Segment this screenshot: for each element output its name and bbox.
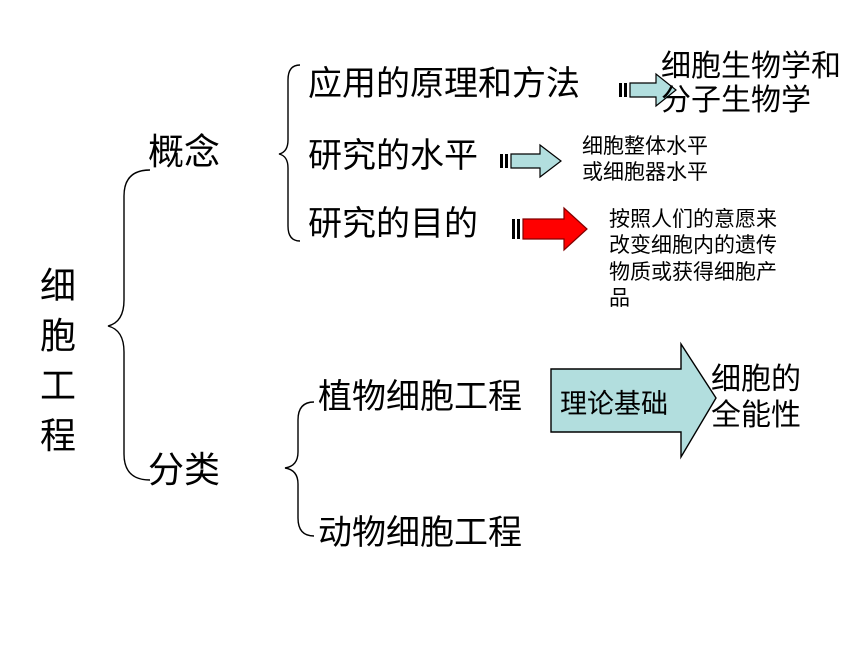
detail-line: 全能性 xyxy=(711,398,801,433)
detail-line: 或细胞器水平 xyxy=(582,160,708,185)
detail-line: 细胞整体水平 xyxy=(582,134,708,158)
concept-item-level: 研究的水平 xyxy=(308,136,478,176)
detail-principle: 细胞生物学和 分子生物学 xyxy=(661,50,841,117)
detail-level: 细胞整体水平 或细胞器水平 xyxy=(582,133,708,186)
root-char: 程 xyxy=(39,416,76,457)
root-char: 工 xyxy=(39,366,76,407)
arrow-3-icon xyxy=(512,206,588,252)
concept-item-principle: 应用的原理和方法 xyxy=(308,64,580,104)
root-char: 胞 xyxy=(39,316,76,357)
classification-label: 分类 xyxy=(148,450,221,491)
detail-line: 细胞的 xyxy=(711,362,801,397)
theory-basis-arrow-icon xyxy=(550,341,717,460)
theory-basis-detail: 细胞的 全能性 xyxy=(711,362,801,434)
classification-item-plant: 植物细胞工程 xyxy=(318,377,522,417)
concept-label: 概念 xyxy=(148,132,221,173)
root-brace xyxy=(107,169,151,481)
detail-purpose: 按照人们的意愿来 改变细胞内的遗传 物质或获得细胞产 品 xyxy=(609,206,777,311)
root-char: 细 xyxy=(39,266,76,307)
detail-line: 改变细胞内的遗传 xyxy=(609,233,777,258)
detail-line: 按照人们的意愿来 xyxy=(609,207,777,231)
classification-brace xyxy=(284,401,315,537)
detail-line: 细胞生物学和 xyxy=(661,49,841,84)
arrow-2-icon xyxy=(500,143,562,179)
detail-line: 分子生物学 xyxy=(661,82,811,118)
detail-line: 品 xyxy=(609,285,630,310)
root-label: 细 胞 工 程 xyxy=(38,262,78,462)
arrow-1-icon xyxy=(619,72,677,108)
theory-basis-label: 理论基础 xyxy=(560,389,668,420)
concept-item-purpose: 研究的目的 xyxy=(308,204,478,244)
classification-item-animal: 动物细胞工程 xyxy=(318,513,522,553)
concept-brace xyxy=(278,64,301,242)
detail-line: 物质或获得细胞产 xyxy=(609,259,777,284)
